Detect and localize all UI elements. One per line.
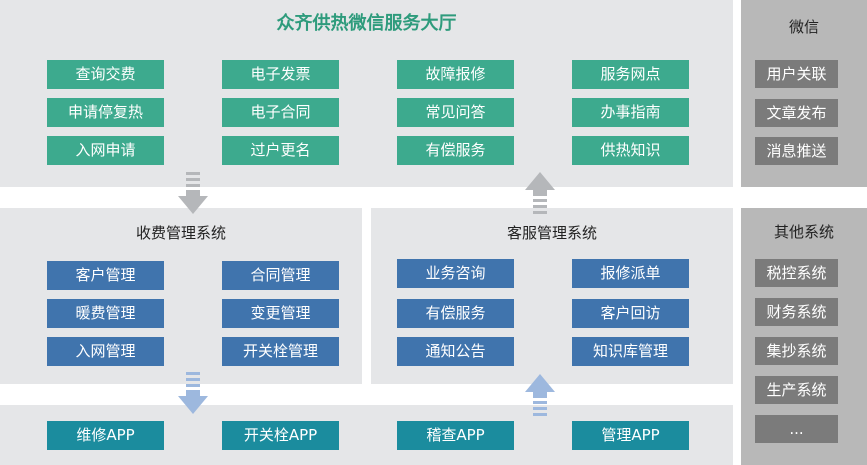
valve-management-button[interactable]: 开关栓管理 <box>222 337 339 366</box>
down-arrow-icon <box>178 172 208 214</box>
up-arrow-icon-2 <box>525 374 555 416</box>
paid-service-button[interactable]: 有偿服务 <box>397 136 514 165</box>
apply-stop-resume-heat-button[interactable]: 申请停复热 <box>47 98 164 127</box>
tax-system-button[interactable]: 税控系统 <box>755 259 838 287</box>
repair-app-button[interactable]: 维修APP <box>47 421 164 450</box>
more-systems-button[interactable]: ... <box>755 415 838 443</box>
change-management-button[interactable]: 变更管理 <box>222 299 339 328</box>
down-arrow-icon-2 <box>178 372 208 414</box>
faq-button[interactable]: 常见问答 <box>397 98 514 127</box>
notice-button[interactable]: 通知公告 <box>397 337 514 366</box>
up-arrow-icon <box>525 172 555 214</box>
heating-fee-management-button[interactable]: 暖费管理 <box>47 299 164 328</box>
business-consult-button[interactable]: 业务咨询 <box>397 259 514 288</box>
article-publish-button[interactable]: 文章发布 <box>755 99 838 127</box>
page-title: 众齐供热微信服务大厅 <box>276 13 457 34</box>
customer-management-button[interactable]: 客户管理 <box>47 261 164 290</box>
service-outlets-button[interactable]: 服务网点 <box>572 60 689 89</box>
e-contract-button[interactable]: 电子合同 <box>222 98 339 127</box>
user-link-button[interactable]: 用户关联 <box>755 60 838 88</box>
service-system-title: 客服管理系统 <box>506 224 597 242</box>
heating-knowledge-button[interactable]: 供热知识 <box>572 136 689 165</box>
wechat-side-title: 微信 <box>788 18 819 36</box>
valve-app-button[interactable]: 开关栓APP <box>222 421 339 450</box>
service-guide-button[interactable]: 办事指南 <box>572 98 689 127</box>
paid-service-button-2[interactable]: 有偿服务 <box>397 299 514 328</box>
other-systems-title: 其他系统 <box>773 223 834 241</box>
billing-system-title: 收费管理系统 <box>135 224 226 242</box>
message-push-button[interactable]: 消息推送 <box>755 137 838 165</box>
transfer-rename-button[interactable]: 过户更名 <box>222 136 339 165</box>
knowledge-base-button[interactable]: 知识库管理 <box>572 337 689 366</box>
query-pay-button[interactable]: 查询交费 <box>47 60 164 89</box>
inspection-app-button[interactable]: 稽查APP <box>397 421 514 450</box>
production-system-button[interactable]: 生产系统 <box>755 376 838 404</box>
fault-report-button[interactable]: 故障报修 <box>397 60 514 89</box>
network-apply-button[interactable]: 入网申请 <box>47 136 164 165</box>
management-app-button[interactable]: 管理APP <box>572 421 689 450</box>
repair-dispatch-button[interactable]: 报修派单 <box>572 259 689 288</box>
contract-management-button[interactable]: 合同管理 <box>222 261 339 290</box>
meter-reading-system-button[interactable]: 集抄系统 <box>755 337 838 365</box>
e-invoice-button[interactable]: 电子发票 <box>222 60 339 89</box>
finance-system-button[interactable]: 财务系统 <box>755 298 838 326</box>
customer-revisit-button[interactable]: 客户回访 <box>572 299 689 328</box>
network-management-button[interactable]: 入网管理 <box>47 337 164 366</box>
